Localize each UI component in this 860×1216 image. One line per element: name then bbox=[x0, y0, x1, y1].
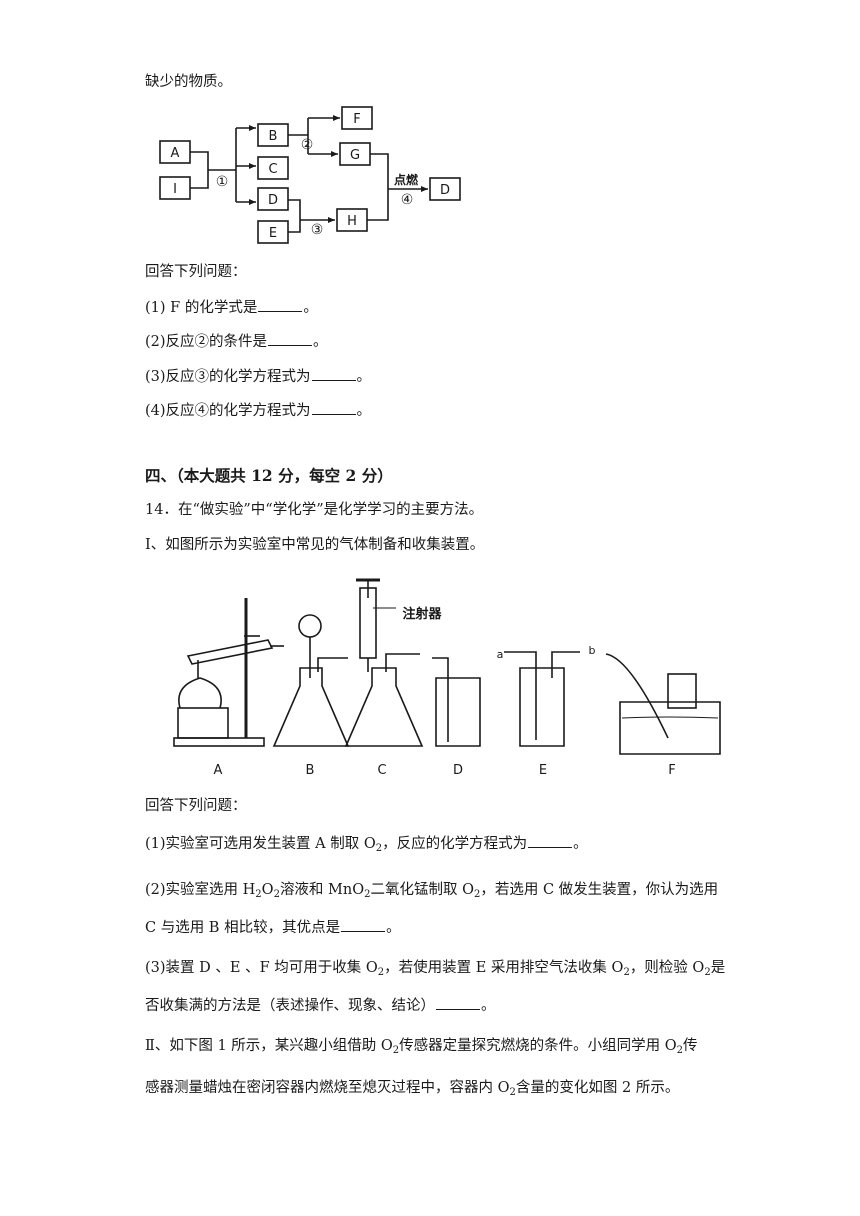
node-d-box bbox=[257, 187, 289, 211]
label-a: A bbox=[214, 763, 223, 778]
lamp-block bbox=[177, 707, 229, 739]
step-3-label: ③ bbox=[311, 222, 324, 238]
node-b: B bbox=[269, 129, 278, 144]
alcohol-lamp bbox=[178, 677, 222, 709]
stand-base bbox=[173, 737, 265, 747]
label-c: C bbox=[377, 763, 386, 778]
q13-item-3: (3)反应③的化学方程式为。 bbox=[145, 368, 372, 385]
node-d: D bbox=[268, 193, 278, 208]
node-d-product: D bbox=[440, 183, 450, 198]
flask-c bbox=[344, 667, 424, 747]
answer-blank[interactable] bbox=[341, 919, 386, 932]
node-c-box bbox=[257, 156, 289, 180]
syringe-barrel bbox=[359, 587, 377, 659]
label-f: F bbox=[668, 763, 675, 778]
q14-item-2-cont: C 与选用 B 相比较，其优点是。 bbox=[145, 919, 401, 936]
separatory-funnel bbox=[298, 614, 322, 638]
label-d: D bbox=[453, 763, 463, 778]
answer-blank[interactable] bbox=[311, 368, 356, 381]
answer-blank[interactable] bbox=[528, 835, 573, 848]
step-2-label: ② bbox=[301, 137, 314, 153]
part2-text: Ⅱ、如下图 1 所示，某兴趣小组借助 O2传感器定量探究燃烧的条件。小组同学用 … bbox=[145, 1038, 698, 1056]
gas-jar bbox=[667, 673, 697, 709]
part1-text: Ⅰ、如图所示为实验室中常见的气体制备和收集装置。 bbox=[145, 537, 485, 553]
q14-item-3: (3)装置 D 、E 、F 均可用于收集 O2，若使用装置 E 采用排空气法收集… bbox=[145, 960, 726, 978]
section-heading: 四、（本大题共 12 分，每空 2 分） bbox=[145, 466, 393, 485]
apparatus-figure: A B C D E F 注射器 a b bbox=[173, 578, 721, 778]
node-c: C bbox=[268, 162, 277, 177]
node-g: G bbox=[350, 148, 360, 163]
node-a: A bbox=[171, 146, 180, 161]
node-h: H bbox=[347, 214, 357, 229]
label-e: E bbox=[539, 763, 547, 778]
answer-blank[interactable] bbox=[436, 997, 480, 1010]
step-4-label: ④ bbox=[401, 192, 414, 208]
node-f-box bbox=[341, 106, 373, 130]
node-d2-box bbox=[429, 177, 461, 201]
q14-item-1: (1)实验室可选用发生装置 A 制取 O2，反应的化学方程式为。 bbox=[145, 835, 588, 854]
bottle-e bbox=[519, 667, 565, 747]
node-e: E bbox=[269, 226, 277, 241]
port-a-label: a bbox=[497, 648, 504, 661]
q13-item-2: (2)反应②的条件是。 bbox=[145, 333, 328, 350]
ignite-label: 点燃 bbox=[394, 172, 419, 187]
answer-blank[interactable] bbox=[311, 402, 356, 415]
syringe-label: 注射器 bbox=[402, 606, 442, 622]
q14-prompt: 回答下列问题： bbox=[145, 798, 247, 814]
water-trough bbox=[619, 701, 721, 755]
reaction-flowchart: A I B C D E F G H D ① ② ③ ④ 点燃 bbox=[159, 106, 461, 244]
flask-b bbox=[272, 667, 350, 747]
q14-item-2: (2)实验室选用 H2O2溶液和 MnO2二氧化锰制取 O2，若选用 C 做发生… bbox=[145, 882, 719, 900]
q14-title: 14．在“做实验”中“学化学”是化学学习的主要方法。 bbox=[145, 502, 484, 518]
bottle-d bbox=[435, 677, 481, 747]
intro-tail: 缺少的物质。 bbox=[145, 74, 232, 90]
answer-blank[interactable] bbox=[258, 299, 303, 312]
test-tube bbox=[186, 639, 274, 665]
answer-blank[interactable] bbox=[268, 333, 313, 346]
q13-item-4: (4)反应④的化学方程式为。 bbox=[145, 402, 372, 419]
port-b-label: b bbox=[589, 644, 596, 657]
step-1-label: ① bbox=[216, 174, 229, 190]
node-f: F bbox=[353, 112, 360, 127]
q14-item-3-cont: 否收集满的方法是（表述操作、现象、结论）。 bbox=[145, 997, 496, 1014]
label-b: B bbox=[306, 763, 315, 778]
q13-prompt: 回答下列问题： bbox=[145, 264, 247, 280]
q13-item-1: (1) F 的化学式是。 bbox=[145, 299, 318, 316]
node-i: I bbox=[173, 182, 177, 197]
part2-text-cont: 感器测量蜡烛在密闭容器内燃烧至熄灭过程中，容器内 O2含量的变化如图 2 所示。 bbox=[145, 1080, 680, 1098]
